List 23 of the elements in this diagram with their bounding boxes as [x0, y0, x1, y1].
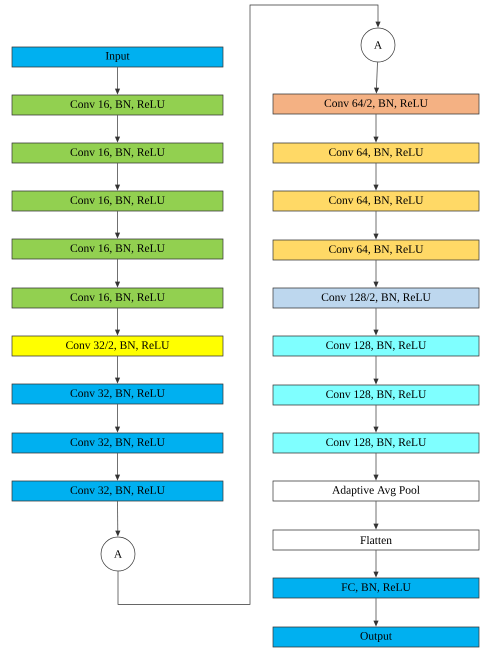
layer-box: Conv 128, BN, ReLU: [272, 432, 480, 454]
layer-box: Conv 32, BN, ReLU: [12, 432, 224, 454]
layer-box: FC, BN, ReLU: [272, 578, 480, 598]
layer-box: Conv 32, BN, ReLU: [12, 384, 224, 404]
layer-box: Conv 16, BN, ReLU: [12, 238, 224, 260]
layer-box: Output: [272, 626, 480, 648]
layer-box: Conv 16, BN, ReLU: [12, 142, 224, 164]
layer-box: Conv 16, BN, ReLU: [12, 288, 224, 308]
layer-box: Conv 128, BN, ReLU: [272, 336, 480, 356]
layer-box: Conv 128/2, BN, ReLU: [272, 288, 480, 308]
arrow: [118, 4, 381, 605]
layer-box: Conv 64, BN, ReLU: [272, 190, 480, 212]
layer-box: Conv 64, BN, ReLU: [272, 240, 480, 260]
layer-box: Conv 32, BN, ReLU: [12, 480, 224, 502]
layer-box: Conv 16, BN, ReLU: [12, 94, 224, 116]
layer-box: Conv 32/2, BN, ReLU: [12, 336, 224, 356]
layer-box: Flatten: [272, 530, 480, 550]
layer-box: Conv 16, BN, ReLU: [12, 190, 224, 212]
layer-box: Input: [12, 46, 224, 68]
layer-box: Conv 64, BN, ReLU: [272, 142, 480, 164]
layer-box: Adaptive Avg Pool: [272, 480, 480, 502]
layer-box: Conv 128, BN, ReLU: [272, 384, 480, 406]
layer-box: Conv 64/2, BN, ReLU: [272, 94, 480, 114]
